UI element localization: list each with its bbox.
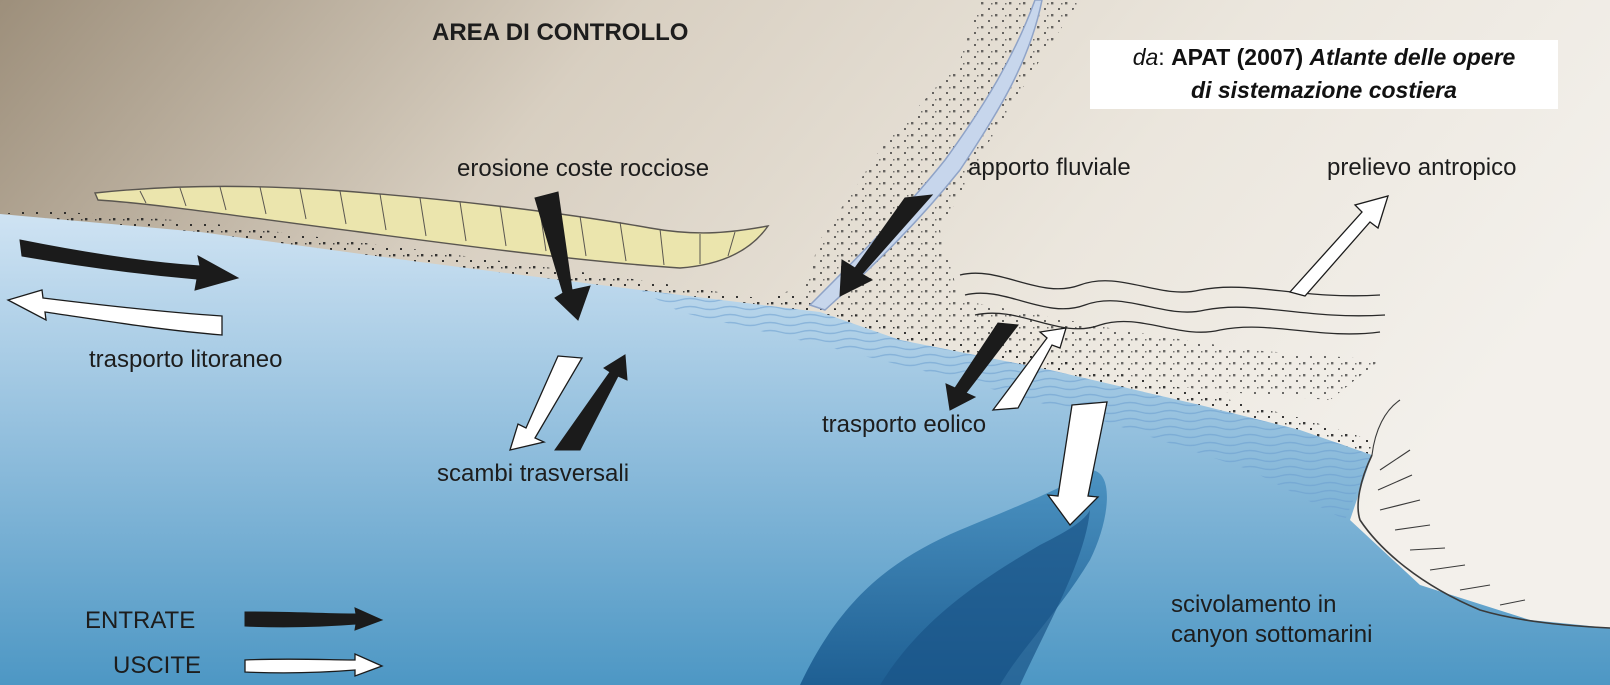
source-work-line1: Atlante delle opere: [1309, 44, 1516, 70]
right-cliff-hatching: [1357, 399, 1610, 629]
label-aeolian: trasporto eolico: [822, 411, 987, 438]
river-input-arrow: [839, 194, 934, 297]
canyon-thalweg: [880, 510, 1090, 685]
dune-field: [800, 0, 1380, 400]
aeolian-input-arrow: [945, 322, 1019, 411]
cross-shore-output-arrow: [509, 355, 584, 451]
diagram-title: AREA DI CONTROLLO: [432, 19, 689, 46]
river: [808, 0, 1043, 311]
legend-inputs-label: ENTRATE: [85, 607, 196, 634]
rock-erosion-arrow: [534, 191, 591, 321]
human-removal-arrow: [1288, 195, 1389, 297]
source-citation: da: APAT (2007) Atlante delle opere di s…: [1090, 40, 1558, 109]
label-river-input: apporto fluviale: [968, 154, 1131, 181]
label-longshore: trasporto litoraneo: [89, 346, 283, 373]
legend-output-arrow: [244, 652, 384, 677]
longshore-input-arrow: [19, 239, 240, 291]
cross-shore-input-arrow: [554, 354, 628, 451]
longshore-output-arrow: [6, 289, 223, 336]
source-prefix: da: [1132, 44, 1159, 70]
canyon-slide-arrow: [1046, 401, 1108, 526]
label-canyon-line1: scivolamento in: [1171, 591, 1337, 618]
source-separator: :: [1158, 44, 1172, 70]
legend-outputs-label: USCITE: [113, 652, 202, 679]
legend-input-arrow: [244, 607, 384, 631]
label-canyon-line2: canyon sottomarini: [1171, 621, 1373, 648]
source-work-line2: di sistemazione costiera: [1191, 77, 1457, 103]
aeolian-output-arrow: [991, 327, 1067, 411]
input-arrows: [19, 191, 1019, 631]
output-arrows: [6, 195, 1389, 677]
cliff-hatching: [139, 186, 736, 266]
label-rock-erosion: erosione coste rocciose: [457, 155, 710, 182]
nearshore-ripples: [640, 290, 1372, 520]
rocky-cliff: [93, 185, 770, 269]
sea-area: [0, 214, 1610, 685]
label-human-removal: prelievo antropico: [1327, 154, 1517, 181]
label-cross-shore: scambi trasversali: [437, 460, 630, 487]
dune-ridges: [959, 272, 1386, 335]
source-author: APAT (2007): [1171, 44, 1310, 70]
